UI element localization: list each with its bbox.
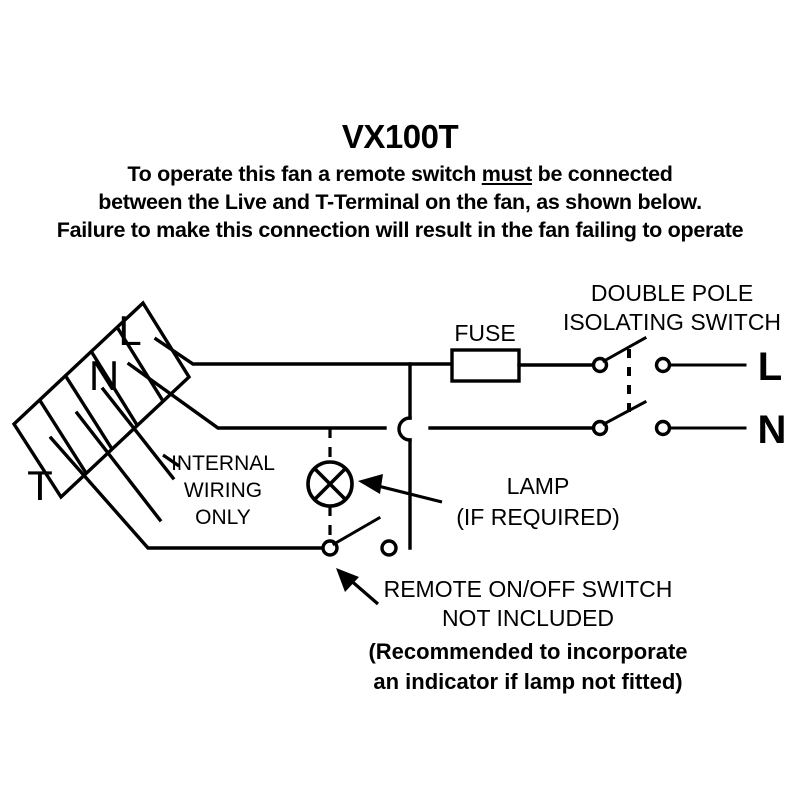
isolator-live-right-terminal[interactable] [654,356,672,374]
notice-line-2: between the Live and T-Terminal on the f… [98,190,702,214]
internal-stub-wire-1 [100,386,176,481]
terminal-label-live: L [118,307,141,354]
remote-switch-note-line2: an indicator if lamp not fitted) [373,669,682,694]
lamp-arrow-head [358,474,383,494]
remote-switch-label-line1: REMOTE ON/OFF SWITCH [384,576,673,602]
lamp-cross-2 [313,467,347,501]
notice-line-1-after: be connected [531,162,673,186]
isolator-neutral-right-terminal[interactable] [654,419,672,437]
notice-line-3: Failure to make this connection will res… [56,218,744,242]
remote-switch-blade[interactable] [331,515,382,547]
supply-live-label: L [758,345,782,389]
fan-terminal-block: L N T [11,300,192,509]
internal-wiring-leader [162,453,180,468]
internal-wiring-label-line1: INTERNAL [171,452,275,475]
lamp-arrow-shaft [373,483,443,504]
internal-wiring-label-line3: ONLY [195,506,251,529]
fuse-body [450,348,521,383]
isolating-switch-label-line1: DOUBLE POLE [591,280,753,306]
supply-neutral-label: N [758,408,787,452]
wire-crossover-hop [397,416,412,442]
remote-switch-callout-arrow [336,568,380,606]
terminal-label-trigger: T [27,462,53,509]
isolating-switch-label-line2: ISOLATING SWITCH [563,309,781,335]
terminal-divider-3 [63,374,114,450]
remote-switch-note-line1: (Recommended to incorporate [368,639,687,664]
lamp-callout-arrow [358,474,443,504]
lamp-label-line1: LAMP [507,473,570,499]
lamp-label-line2: (IF REQUIRED) [456,504,620,530]
fuse-label: FUSE [454,320,515,346]
remote-onoff-switch[interactable] [321,515,398,557]
notice-emphasis-must: must [481,162,532,186]
fuse-symbol [450,348,594,383]
isolator-neutral-blade[interactable] [601,399,648,427]
page-title: VX100T [341,118,459,155]
terminal-divider-1 [115,326,165,402]
double-pole-isolating-switch[interactable] [428,335,747,437]
neutral-internal-wire [126,361,387,430]
heading-block: VX100T To operate this fan a remote swit… [0,118,800,244]
notice-line-1: To operate this fan a remote switch must… [0,160,800,188]
notice-line-1-before: To operate this fan a remote switch [127,162,482,186]
internal-stub-wire-2 [74,410,163,523]
lamp-symbol [306,428,354,543]
live-internal-wire [153,336,465,366]
remote-arrow-head [336,568,359,592]
internal-wiring-label-line2: WIRING [184,479,262,502]
isolator-live-blade[interactable] [601,335,648,364]
trigger-internal-wire [48,435,332,550]
remote-switch-right-terminal[interactable] [380,539,398,557]
terminal-divider-2 [89,350,139,426]
terminal-divider-4 [37,398,88,474]
remote-switch-label-line2: NOT INCLUDED [442,605,614,631]
